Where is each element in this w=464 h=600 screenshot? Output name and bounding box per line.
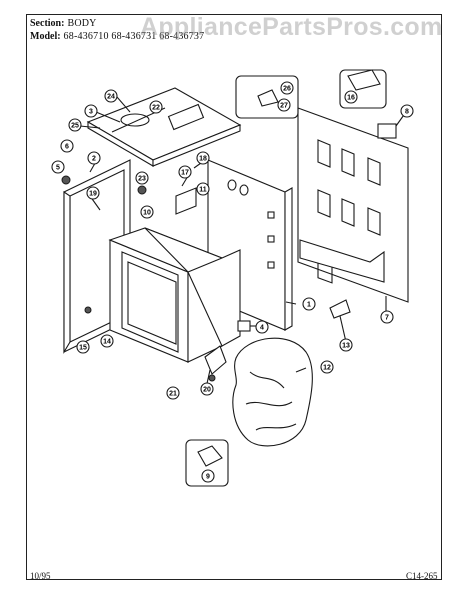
- footer-code: C14-265: [406, 571, 438, 581]
- section-value: BODY: [67, 18, 97, 29]
- svg-text:25: 25: [71, 123, 79, 130]
- callout-25: 25: [68, 118, 82, 132]
- svg-text:26: 26: [283, 86, 291, 93]
- svg-text:27: 27: [280, 103, 288, 110]
- back-panel: [297, 107, 409, 303]
- section-line: Section:BODY: [30, 18, 97, 29]
- inset-box-16: [339, 69, 387, 109]
- callout-26: 26: [280, 81, 294, 95]
- callout-4: 4: [255, 320, 269, 334]
- svg-text:11: 11: [199, 187, 207, 194]
- callout-21: 21: [166, 386, 180, 400]
- callout-27: 27: [277, 98, 291, 112]
- svg-text:21: 21: [169, 391, 177, 398]
- svg-text:15: 15: [79, 345, 87, 352]
- callout-1: 1: [302, 297, 316, 311]
- svg-text:4: 4: [260, 325, 264, 332]
- callout-18: 18: [196, 151, 210, 165]
- svg-text:3: 3: [89, 109, 93, 116]
- callout-markers: 1 2 3 4 5 6 7 8 9 10 11 12 13 14 15 16 1…: [51, 81, 414, 483]
- svg-text:8: 8: [405, 109, 409, 116]
- callout-12: 12: [320, 360, 334, 374]
- callout-8: 8: [400, 104, 414, 118]
- svg-text:19: 19: [89, 191, 97, 198]
- svg-text:12: 12: [323, 365, 331, 372]
- svg-text:10: 10: [143, 210, 151, 217]
- model-line: Model:68-436710 68-436731 68-436737: [30, 31, 204, 42]
- section-label: Section:: [30, 18, 65, 29]
- svg-text:7: 7: [385, 315, 389, 322]
- svg-text:17: 17: [181, 170, 189, 177]
- svg-text:2: 2: [92, 156, 96, 163]
- model-value: 68-436710 68-436731 68-436737: [63, 31, 205, 42]
- svg-text:20: 20: [203, 387, 211, 394]
- callout-6: 6: [60, 139, 74, 153]
- insulation-blanket: [232, 337, 313, 447]
- callout-2: 2: [87, 151, 101, 165]
- callout-17: 17: [178, 165, 192, 179]
- svg-text:18: 18: [199, 156, 207, 163]
- model-label: Model:: [30, 31, 61, 42]
- svg-text:6: 6: [65, 144, 69, 151]
- callout-15: 15: [76, 340, 90, 354]
- callout-22: 22: [149, 100, 163, 114]
- top-panel: [86, 87, 242, 167]
- callout-14: 14: [100, 334, 114, 348]
- callout-19: 19: [86, 186, 100, 200]
- watermark: AppliancePartsPros.com: [140, 13, 443, 41]
- svg-text:9: 9: [206, 474, 210, 481]
- svg-text:22: 22: [152, 105, 160, 112]
- inset-box-26-27: [235, 75, 299, 119]
- svg-text:5: 5: [56, 165, 60, 172]
- callout-16: 16: [344, 90, 358, 104]
- diagram-frame: [26, 14, 442, 580]
- callout-5: 5: [51, 160, 65, 174]
- callout-3: 3: [84, 104, 98, 118]
- svg-text:1: 1: [307, 302, 311, 309]
- svg-text:13: 13: [342, 343, 350, 350]
- footer-date: 10/95: [30, 571, 51, 581]
- oven-liner: [127, 227, 241, 363]
- callout-7: 7: [380, 310, 394, 324]
- small-parts: [61, 69, 397, 467]
- svg-text:23: 23: [138, 176, 146, 183]
- callout-9: 9: [201, 469, 215, 483]
- svg-text:14: 14: [103, 339, 111, 346]
- svg-text:16: 16: [347, 95, 355, 102]
- svg-text:24: 24: [107, 94, 115, 101]
- inset-box-9: [185, 439, 229, 487]
- callout-20: 20: [200, 382, 214, 396]
- callout-23: 23: [135, 171, 149, 185]
- callout-11: 11: [196, 182, 210, 196]
- callout-24: 24: [104, 89, 118, 103]
- callout-13: 13: [339, 338, 353, 352]
- callout-10: 10: [140, 205, 154, 219]
